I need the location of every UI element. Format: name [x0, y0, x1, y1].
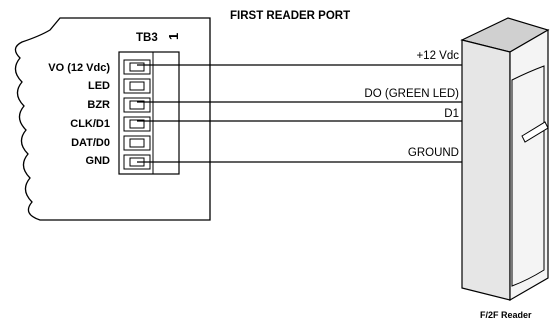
terminal-block-name: TB3: [136, 32, 158, 44]
screw-terminal-4: [123, 116, 151, 132]
screw-terminal-1: [123, 59, 151, 75]
pin-label-bzr: BZR: [87, 99, 110, 111]
pin-one-marker: 1: [166, 33, 181, 40]
pin-label-led: LED: [88, 80, 110, 92]
reader-device: [460, 17, 550, 302]
reader-label: F/2F Reader: [480, 310, 532, 320]
screw-terminal-3: [123, 97, 151, 113]
screw-terminal-2: [123, 78, 151, 94]
screw-terminal-5: [123, 135, 151, 151]
wire-label-d1: D1: [444, 108, 459, 120]
pin-label-clk-d1: CLK/D1: [70, 118, 110, 130]
panel-outline: [14, 17, 211, 221]
wire-label-green-led: DO (GREEN LED): [364, 88, 459, 100]
wire-label-12vdc: +12 Vdc: [416, 50, 459, 62]
pin-label-vo: VO (12 Vdc): [48, 62, 110, 74]
wire-label-ground: GROUND: [408, 147, 459, 159]
pin-label-gnd: GND: [86, 155, 111, 167]
pin-label-dat-d0: DAT/D0: [71, 137, 110, 149]
diagram-title: FIRST READER PORT: [230, 10, 350, 22]
